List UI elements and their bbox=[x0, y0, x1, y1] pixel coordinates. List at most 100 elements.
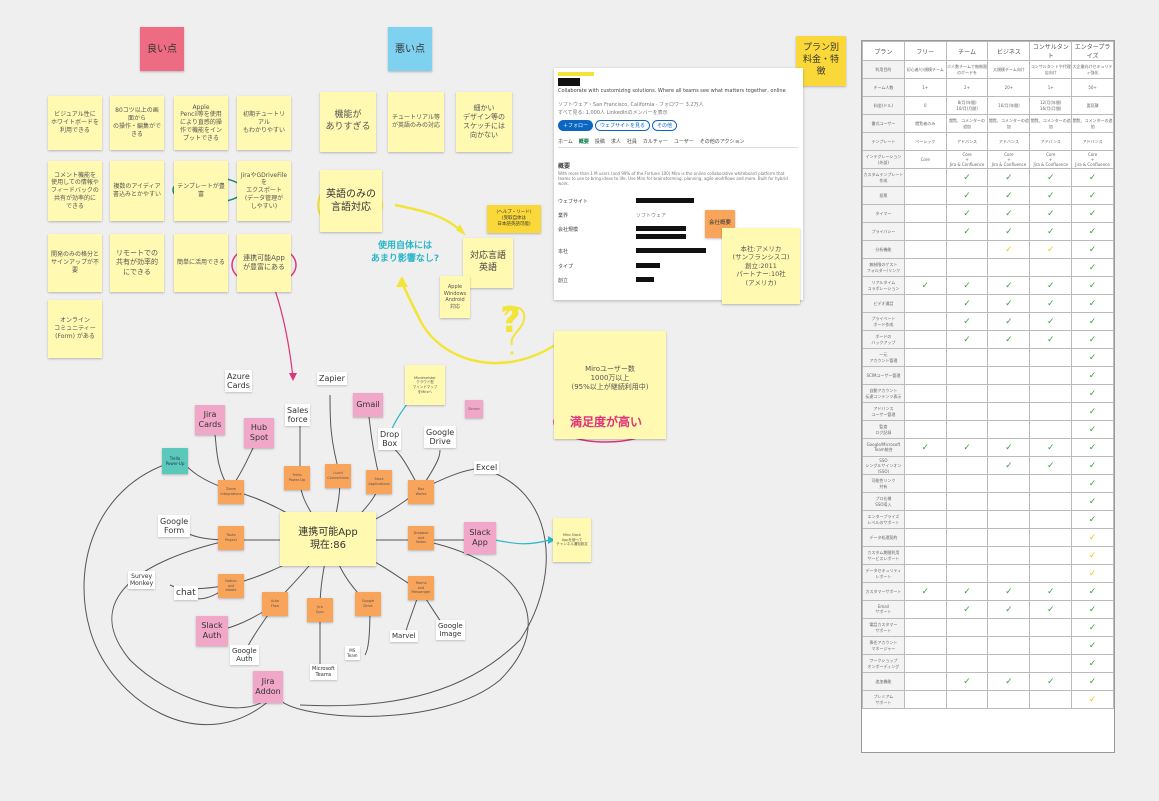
pricing-row: ボードの バックアップ✓✓✓✓ bbox=[862, 330, 1114, 349]
mm-note-2[interactable]: Trello Power-Up bbox=[284, 466, 310, 490]
check-icon: ✓ bbox=[1005, 442, 1013, 453]
label-ms-team[interactable]: MS Team bbox=[345, 646, 360, 660]
label-google-drive[interactable]: Google Drive bbox=[424, 426, 457, 448]
label-dropbox[interactable]: Drop Box bbox=[378, 428, 402, 450]
mm-note-3[interactable]: Lucid Connections bbox=[325, 464, 351, 488]
mm-note-10[interactable]: Auto Flow bbox=[262, 592, 288, 616]
mm-note-7[interactable]: Tasks Project bbox=[218, 526, 244, 550]
mm-note-4[interactable]: Slack Applications bbox=[366, 470, 392, 494]
plan-header-note[interactable]: プラン別 料金・特徴 bbox=[796, 36, 846, 86]
website-button[interactable]: ウェブサイトを見る bbox=[595, 120, 651, 131]
good-note-10[interactable]: リモートでの 共有が効率的 にできる bbox=[110, 234, 164, 292]
miro-users-note[interactable]: Miroユーザー数 1000万以上 (95%以上が継続利用中) bbox=[554, 331, 666, 439]
company-info-note[interactable]: 本社:アメリカ (サンフランシスコ) 創立:2011 パートナー:10社 (アメ… bbox=[722, 228, 800, 304]
good-note-6[interactable]: 複数のアイディア 書込みとかやすい bbox=[110, 161, 164, 221]
label-gmail[interactable]: Gmail bbox=[353, 393, 383, 417]
tab-posts[interactable]: 投稿 bbox=[594, 139, 605, 145]
pricing-cell bbox=[1029, 492, 1073, 511]
pricing-row: SSO シングルサインオン (SSO)✓✓✓ bbox=[862, 456, 1114, 475]
label-azure-cards[interactable]: Azure Cards bbox=[225, 370, 252, 392]
good-note-8[interactable]: JiraやGDriveFileを エクスポート (データ管理が しやすい) bbox=[237, 161, 291, 221]
pricing-row: 監査 ログ記録✓ bbox=[862, 420, 1114, 439]
platforms-note[interactable]: Apple Windows Android 対応 bbox=[440, 276, 470, 318]
label-marvel[interactable]: Marvel bbox=[390, 630, 418, 642]
label-microsoft-teams[interactable]: Microsoft Teams bbox=[310, 664, 337, 680]
bad-note-4[interactable]: 英語のみの 言語対応 bbox=[320, 170, 382, 232]
label-salesforce[interactable]: Sales force bbox=[285, 404, 311, 426]
check-icon: ✓ bbox=[1046, 208, 1055, 219]
label-chat[interactable]: chat bbox=[174, 586, 198, 600]
pricing-feature-label: 利用目的 bbox=[862, 60, 905, 79]
pricing-row: Google/Microsoft Team統合✓✓✓✓✓ bbox=[862, 438, 1114, 457]
pricing-cell: ✓ bbox=[1071, 186, 1114, 205]
tab-culture[interactable]: カルチャー bbox=[642, 139, 668, 145]
label-slack-auth[interactable]: Slack Auth bbox=[196, 616, 228, 646]
good-note-1[interactable]: ビジュアル性に ホワイトボードを 利用できる bbox=[48, 96, 102, 150]
label-slack-app[interactable]: Slack App bbox=[464, 522, 496, 554]
good-note-3[interactable]: Apple Pencil等を使用 により直感的操 作で機能をイン プットできる bbox=[174, 96, 228, 150]
follow-button[interactable]: ＋フォロー bbox=[558, 120, 594, 131]
more-button[interactable]: その他 bbox=[652, 120, 678, 131]
label-jira-cards[interactable]: Jira Cards bbox=[195, 405, 225, 435]
pricing-cell: ✓ bbox=[1029, 186, 1073, 205]
label-excel[interactable]: Excel bbox=[474, 461, 500, 474]
pricing-cell: 少人数チームで無制限のボードを bbox=[945, 60, 989, 79]
tab-about[interactable]: 概要 bbox=[578, 139, 589, 145]
good-note-13[interactable]: オンライン コミュニティー (Form) がある bbox=[48, 300, 102, 358]
pricing-cell: コンサルタントや代理店向け bbox=[1029, 60, 1073, 79]
good-note-7[interactable]: テンプレートが豊富 bbox=[174, 161, 228, 221]
tab-more[interactable]: その他のアクション bbox=[699, 139, 745, 145]
pricing-cell bbox=[903, 222, 947, 241]
label-google-auth[interactable]: Google Auth bbox=[230, 645, 259, 665]
check-icon: ✓ bbox=[1088, 244, 1097, 255]
good-note-9[interactable]: 開発のみの格分と サインアップが不要 bbox=[48, 234, 102, 292]
label-google-form[interactable]: Google Form bbox=[158, 515, 191, 537]
label-google-image[interactable]: Google Image bbox=[436, 620, 465, 640]
tab-people[interactable]: 社員 bbox=[626, 139, 637, 145]
slack-app-note[interactable]: Miro Slack Appを使って チャンネル通知設定 bbox=[553, 518, 591, 562]
label-jira-addon[interactable]: Jira Addon bbox=[253, 671, 283, 703]
label-zapier[interactable]: Zapier bbox=[317, 372, 347, 385]
pricing-cell: ✓ bbox=[1029, 204, 1073, 223]
label-survey-monkey[interactable]: Survey Monkey bbox=[128, 571, 156, 589]
good-note-4[interactable]: 初期チュートリアル もわかりやすい bbox=[237, 96, 291, 150]
pricing-feature-label: SSO シングルサインオン (SSO) bbox=[862, 456, 905, 475]
small-pink-note[interactable]: Scrum bbox=[465, 400, 483, 418]
good-note-5[interactable]: コメント機能を 使用しての情報や フィードバックの 共有が効率的に できる bbox=[48, 161, 102, 221]
bad-note-2[interactable]: チュートリアル等 が英語のみの対応 bbox=[388, 92, 444, 152]
mm-note-5[interactable]: Box Works bbox=[408, 480, 434, 504]
label-trello-powerup[interactable]: Trello Power-Up bbox=[162, 448, 188, 474]
mm-note-9[interactable]: Teams and Messenger bbox=[408, 576, 434, 600]
tab-users[interactable]: ユーザー bbox=[673, 139, 694, 145]
bad-note-3[interactable]: 細かい デザイン等の スケッチには 向かない bbox=[456, 92, 512, 152]
supported-language-note[interactable]: 対応言語 英語 bbox=[463, 238, 513, 288]
good-points-header[interactable]: 良い点 bbox=[140, 27, 184, 71]
company-profile-card[interactable]: Collaborate with customizing solutions. … bbox=[554, 68, 803, 300]
mm-note-6[interactable]: Dropbox and Notes bbox=[408, 526, 434, 550]
bad-note-1[interactable]: 機能が ありすぎる bbox=[320, 92, 376, 152]
tab-home[interactable]: ホーム bbox=[558, 139, 573, 145]
mm-note-11[interactable]: Jira Sync bbox=[307, 598, 333, 622]
good-note-11[interactable]: 簡単に活用できる bbox=[174, 234, 228, 292]
mm-note-12[interactable]: Google Drive bbox=[355, 592, 381, 616]
pricing-row: データセキュリティ レポート✓ bbox=[862, 564, 1114, 583]
good-note-2[interactable]: 80コツ以上の画面から の操作・編集ができる bbox=[110, 96, 164, 150]
tab-jobs[interactable]: 求人 bbox=[610, 139, 621, 145]
check-icon: ✓ bbox=[1088, 190, 1097, 201]
mm-note-8[interactable]: Notion and Adobe bbox=[218, 574, 244, 598]
pricing-cell bbox=[1029, 420, 1073, 439]
mm-note-1[interactable]: Zoom Integrations bbox=[218, 480, 244, 504]
help-language-note[interactable]: (ヘルプ・リード) (受取自体は 日本語英語可能) bbox=[487, 205, 541, 233]
pricing-row: プライベート ボード作成✓✓✓✓ bbox=[862, 312, 1114, 331]
pricing-cell: アドバンス bbox=[945, 132, 989, 151]
label-hubspot[interactable]: Hub Spot bbox=[244, 418, 274, 448]
profile-section-title: 概要 bbox=[558, 163, 571, 170]
mindmap-center-note[interactable]: 連携可能App 現在:86 bbox=[280, 512, 376, 566]
good-note-12[interactable]: 連携可能App が豊富にある bbox=[237, 234, 291, 292]
mindmeister-note[interactable]: Mindmeister クラウド型 マインドマップ をMiroへ bbox=[405, 365, 445, 405]
profile-location: ソフトウェア・San Francisco, California · フォロワー… bbox=[558, 102, 704, 108]
pricing-cell bbox=[987, 348, 1031, 367]
pricing-feature-label: インテグレーション(外部) bbox=[862, 150, 905, 169]
bad-points-header[interactable]: 悪い点 bbox=[388, 27, 432, 71]
